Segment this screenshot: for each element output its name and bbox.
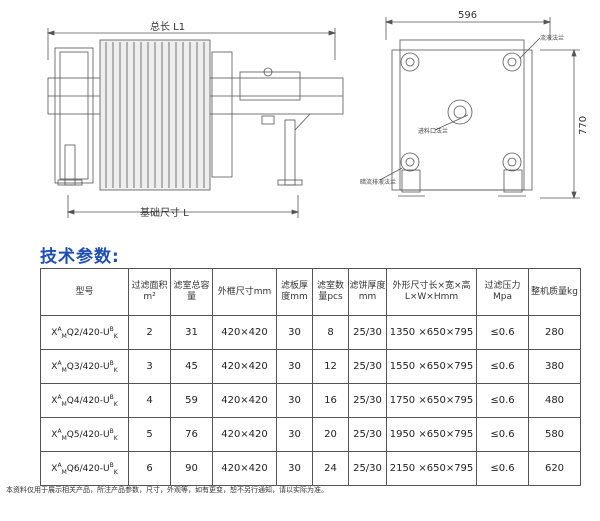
- cell-frame: 420×420: [212, 383, 277, 418]
- end-view: [379, 17, 580, 200]
- header-plate: 滤板厚度mm: [276, 268, 313, 316]
- cell-frame: 420×420: [212, 349, 277, 384]
- callout-mid: 进料口法兰: [418, 127, 448, 135]
- cell-size: 2150 ×650×795: [386, 451, 477, 486]
- cell-chambers: 8: [312, 315, 349, 350]
- cell-cake: 25/30: [348, 451, 387, 486]
- cell-area: 3: [128, 349, 171, 384]
- cell-model: XAMQ6/420-UBK: [40, 451, 129, 486]
- width-dim: 596: [458, 10, 477, 21]
- total-length-label: 总长 L1: [150, 20, 185, 33]
- cell-frame: 420×420: [212, 315, 277, 350]
- spec-table: 型号 过滤面积m² 滤室总容量 外框尺寸mm 滤板厚度mm 滤室数量pcs 滤饼…: [40, 268, 581, 486]
- header-volume: 滤室总容量: [170, 268, 213, 316]
- cell-plate: 30: [276, 349, 313, 384]
- cell-model: XAMQ3/420-UBK: [40, 349, 129, 384]
- cell-model: XAMQ2/420-UBK: [40, 315, 129, 350]
- cell-cake: 25/30: [348, 315, 387, 350]
- filter-press-drawing: 总长 L1 基础尺寸 L 596 770 流液法兰 进料口法兰 暗流排液法兰: [46, 10, 589, 219]
- cell-model: XAMQ4/420-UBK: [40, 383, 129, 418]
- cell-area: 6: [128, 451, 171, 486]
- foundation-length-label: 基础尺寸 L: [140, 206, 189, 219]
- cell-area: 4: [128, 383, 171, 418]
- section-title: 技术参数:: [40, 247, 120, 267]
- cell-pressure: ≤0.6: [476, 451, 529, 486]
- table-row: XAMQ2/420-UBK 2 31 420×420 30 8 25/30 13…: [40, 315, 581, 350]
- cell-pressure: ≤0.6: [476, 315, 529, 350]
- cell-pressure: ≤0.6: [476, 417, 529, 452]
- cell-frame: 420×420: [212, 417, 277, 452]
- cell-mass: 480: [528, 383, 581, 418]
- cell-size: 1950 ×650×795: [386, 417, 477, 452]
- cell-chambers: 24: [312, 451, 349, 486]
- cell-area: 2: [128, 315, 171, 350]
- header-model: 型号: [40, 268, 129, 316]
- cell-volume: 59: [170, 383, 213, 418]
- header-area: 过滤面积m²: [128, 268, 171, 316]
- header-frame: 外框尺寸mm: [212, 268, 277, 316]
- cell-mass: 380: [528, 349, 581, 384]
- height-dim: 770: [578, 116, 589, 135]
- callout-bottom: 暗流排液法兰: [360, 178, 396, 186]
- cell-mass: 280: [528, 315, 581, 350]
- cell-mass: 620: [528, 451, 581, 486]
- cell-size: 1350 ×650×795: [386, 315, 477, 350]
- cell-area: 5: [128, 417, 171, 452]
- cell-volume: 31: [170, 315, 213, 350]
- header-cake: 滤饼厚度mm: [348, 268, 387, 316]
- cell-volume: 45: [170, 349, 213, 384]
- cell-mass: 580: [528, 417, 581, 452]
- cell-model: XAMQ5/420-UBK: [40, 417, 129, 452]
- callout-top: 流液法兰: [540, 34, 564, 42]
- cell-plate: 30: [276, 383, 313, 418]
- cell-cake: 25/30: [348, 349, 387, 384]
- header-chambers: 滤室数量pcs: [312, 268, 349, 316]
- header-mass: 整机质量kg: [528, 268, 581, 316]
- cell-volume: 90: [170, 451, 213, 486]
- cell-volume: 76: [170, 417, 213, 452]
- header-size: 外形尺寸长×宽×高 L×W×Hmm: [386, 268, 477, 316]
- table-row: XAMQ3/420-UBK 3 45 420×420 30 12 25/30 1…: [40, 349, 581, 384]
- side-view: [46, 28, 344, 218]
- table-row: XAMQ6/420-UBK 6 90 420×420 30 24 25/30 2…: [40, 451, 581, 486]
- cell-frame: 420×420: [212, 451, 277, 486]
- header-pressure: 过滤压力Mpa: [476, 268, 529, 316]
- table-row: XAMQ5/420-UBK 5 76 420×420 30 20 25/30 1…: [40, 417, 581, 452]
- table-row: XAMQ4/420-UBK 4 59 420×420 30 16 25/30 1…: [40, 383, 581, 418]
- table-header-row: 型号 过滤面积m² 滤室总容量 外框尺寸mm 滤板厚度mm 滤室数量pcs 滤饼…: [40, 268, 581, 316]
- cell-size: 1750 ×650×795: [386, 383, 477, 418]
- cell-cake: 25/30: [348, 417, 387, 452]
- cell-pressure: ≤0.6: [476, 383, 529, 418]
- cell-size: 1550 ×650×795: [386, 349, 477, 384]
- cell-chambers: 16: [312, 383, 349, 418]
- cell-plate: 30: [276, 451, 313, 486]
- footnote: 本资料仅用于展示相关产品，所注产品参数，尺寸，外观等，如有更变，恕不另行通知，请…: [6, 486, 328, 494]
- cell-chambers: 12: [312, 349, 349, 384]
- cell-plate: 30: [276, 315, 313, 350]
- cell-plate: 30: [276, 417, 313, 452]
- cell-chambers: 20: [312, 417, 349, 452]
- cell-cake: 25/30: [348, 383, 387, 418]
- cell-pressure: ≤0.6: [476, 349, 529, 384]
